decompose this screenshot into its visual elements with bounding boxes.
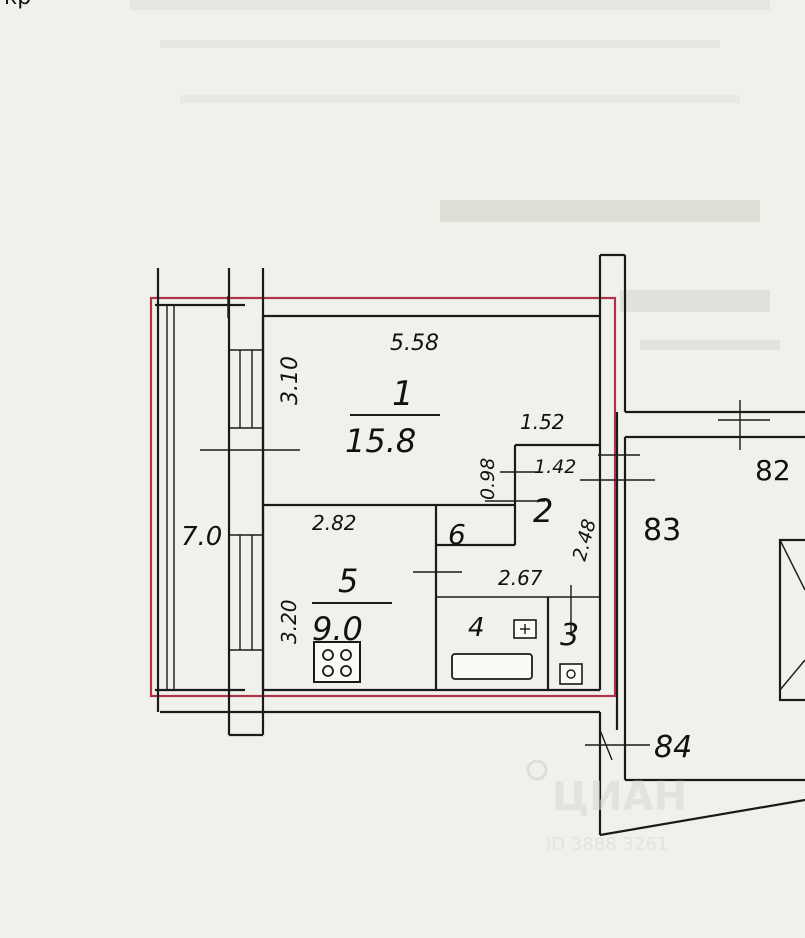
room-5-number: 5 [338, 562, 358, 600]
watermark-logo-icon [526, 759, 548, 781]
dimension-ticks [200, 296, 770, 761]
room-2-number: 2 [533, 492, 553, 530]
watermark: ЦИАН ID 3888 3261 [526, 759, 687, 855]
dim-kitchen-height: 3.20 [277, 599, 301, 644]
neighbor-label-83: 83 [643, 513, 681, 548]
background-ghost-text [130, 0, 780, 350]
dim-room1-height: 3.10 [278, 356, 303, 405]
room-3-number: 3 [560, 618, 579, 653]
dim-room1-width: 5.58 [390, 331, 439, 356]
room-4-number: 4 [468, 613, 485, 643]
watermark-id: ID 3888 3261 [546, 834, 668, 855]
neighbor-shaft [778, 538, 805, 702]
dim-bath-depth: 2.48 [569, 517, 601, 564]
toilet-icon [559, 663, 583, 685]
neighbor-label-84: 84 [654, 730, 692, 765]
apartment-walls [160, 253, 805, 837]
room-1-area: 15.8 [345, 422, 416, 460]
stove-icon [313, 641, 361, 683]
dim-corridor-inner: 1.42 [534, 456, 576, 478]
bathtub-icon [451, 653, 533, 680]
room-1-number: 1 [392, 374, 414, 414]
room-6-number: 6 [448, 518, 466, 551]
interior-walls [263, 443, 600, 690]
neighbor-label-82: 82 [755, 454, 791, 487]
dim-bath-width: 2.67 [498, 566, 543, 590]
header-fragment: кр [4, 0, 31, 10]
dim-balcony-length: 7.0 [181, 522, 222, 552]
room-5-area: 9.0 [312, 610, 363, 648]
apartment-highlight-border [149, 296, 617, 698]
sink-icon [513, 619, 537, 639]
exterior-wall [227, 268, 265, 737]
dim-kitchen-width: 2.82 [312, 511, 357, 535]
dim-corridor-width: 1.52 [520, 410, 565, 434]
watermark-brand: ЦИАН [552, 774, 687, 820]
balcony [155, 268, 245, 712]
dim-corridor-depth: 0.98 [477, 458, 499, 500]
